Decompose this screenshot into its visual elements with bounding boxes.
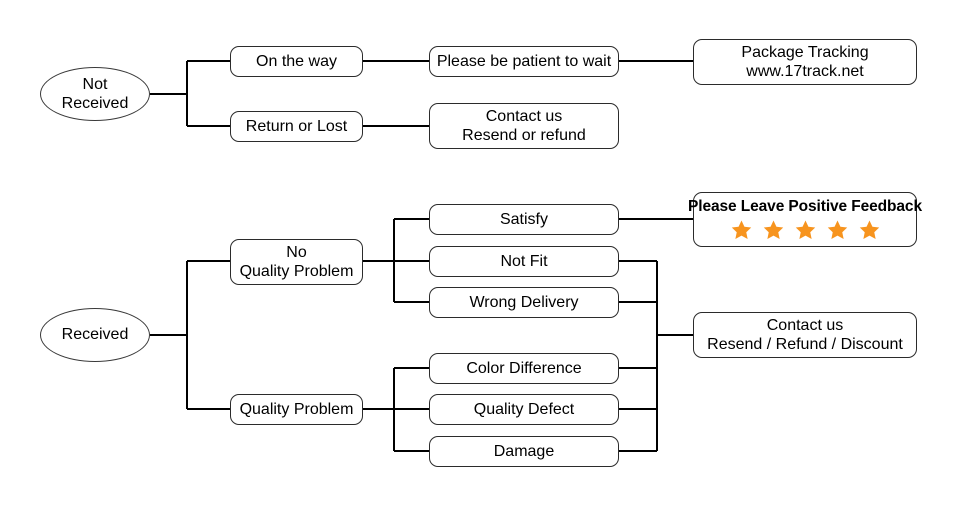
node-contact-resend-or-refund[interactable]: Contact us Resend or refund [429,103,619,149]
node-not-fit-label: Not Fit [500,252,548,270]
node-not-received-line2: Received [61,95,129,112]
node-contact-resolution-line1: Contact us [766,316,844,334]
star-rating[interactable] [730,219,881,241]
node-please-be-patient[interactable]: Please be patient to wait [429,46,619,77]
node-package-tracking-url: www.17track.net [746,63,864,80]
node-quality-problem[interactable]: Quality Problem [230,394,363,425]
node-received-label: Received [61,326,129,344]
star-icon[interactable] [762,219,785,241]
node-color-difference-label: Color Difference [466,359,582,377]
node-wrong-delivery[interactable]: Wrong Delivery [429,287,619,318]
star-icon[interactable] [826,219,849,241]
node-damage-label: Damage [493,442,555,460]
node-received[interactable]: Received [40,308,150,362]
node-on-the-way-label: On the way [256,52,337,70]
node-no-quality-problem-line1: No [286,243,307,261]
node-quality-defect-label: Quality Defect [473,400,575,418]
star-icon[interactable] [858,219,881,241]
node-wrong-delivery-label: Wrong Delivery [469,293,579,311]
star-icon[interactable] [730,219,753,241]
node-no-quality-problem-line2: Quality Problem [239,263,354,280]
node-positive-feedback[interactable]: Please Leave Positive Feedback [688,192,922,247]
node-contact-resend-or-refund-line1: Contact us [485,107,563,125]
node-return-or-lost-label: Return or Lost [245,117,348,135]
node-please-be-patient-label: Please be patient to wait [436,52,612,70]
node-no-quality-problem[interactable]: No Quality Problem [230,239,363,285]
node-contact-resolution[interactable]: Contact us Resend / Refund / Discount [693,312,917,358]
node-quality-problem-label: Quality Problem [239,400,354,418]
node-on-the-way[interactable]: On the way [230,46,363,77]
node-satisfy-label: Satisfy [499,210,548,228]
node-package-tracking-line1: Package Tracking [741,43,869,61]
node-not-received[interactable]: Not Received [40,67,150,121]
node-quality-defect[interactable]: Quality Defect [429,394,619,425]
node-damage[interactable]: Damage [429,436,619,467]
node-contact-resend-or-refund-line2: Resend or refund [462,127,586,144]
node-contact-resolution-line2: Resend / Refund / Discount [707,336,903,353]
node-return-or-lost[interactable]: Return or Lost [230,111,363,142]
node-satisfy[interactable]: Satisfy [429,204,619,235]
star-icon[interactable] [794,219,817,241]
node-color-difference[interactable]: Color Difference [429,353,619,384]
node-package-tracking[interactable]: Package Tracking www.17track.net [693,39,917,85]
node-not-received-line1: Not [82,75,108,93]
node-not-fit[interactable]: Not Fit [429,246,619,277]
positive-feedback-title: Please Leave Positive Feedback [688,197,922,215]
